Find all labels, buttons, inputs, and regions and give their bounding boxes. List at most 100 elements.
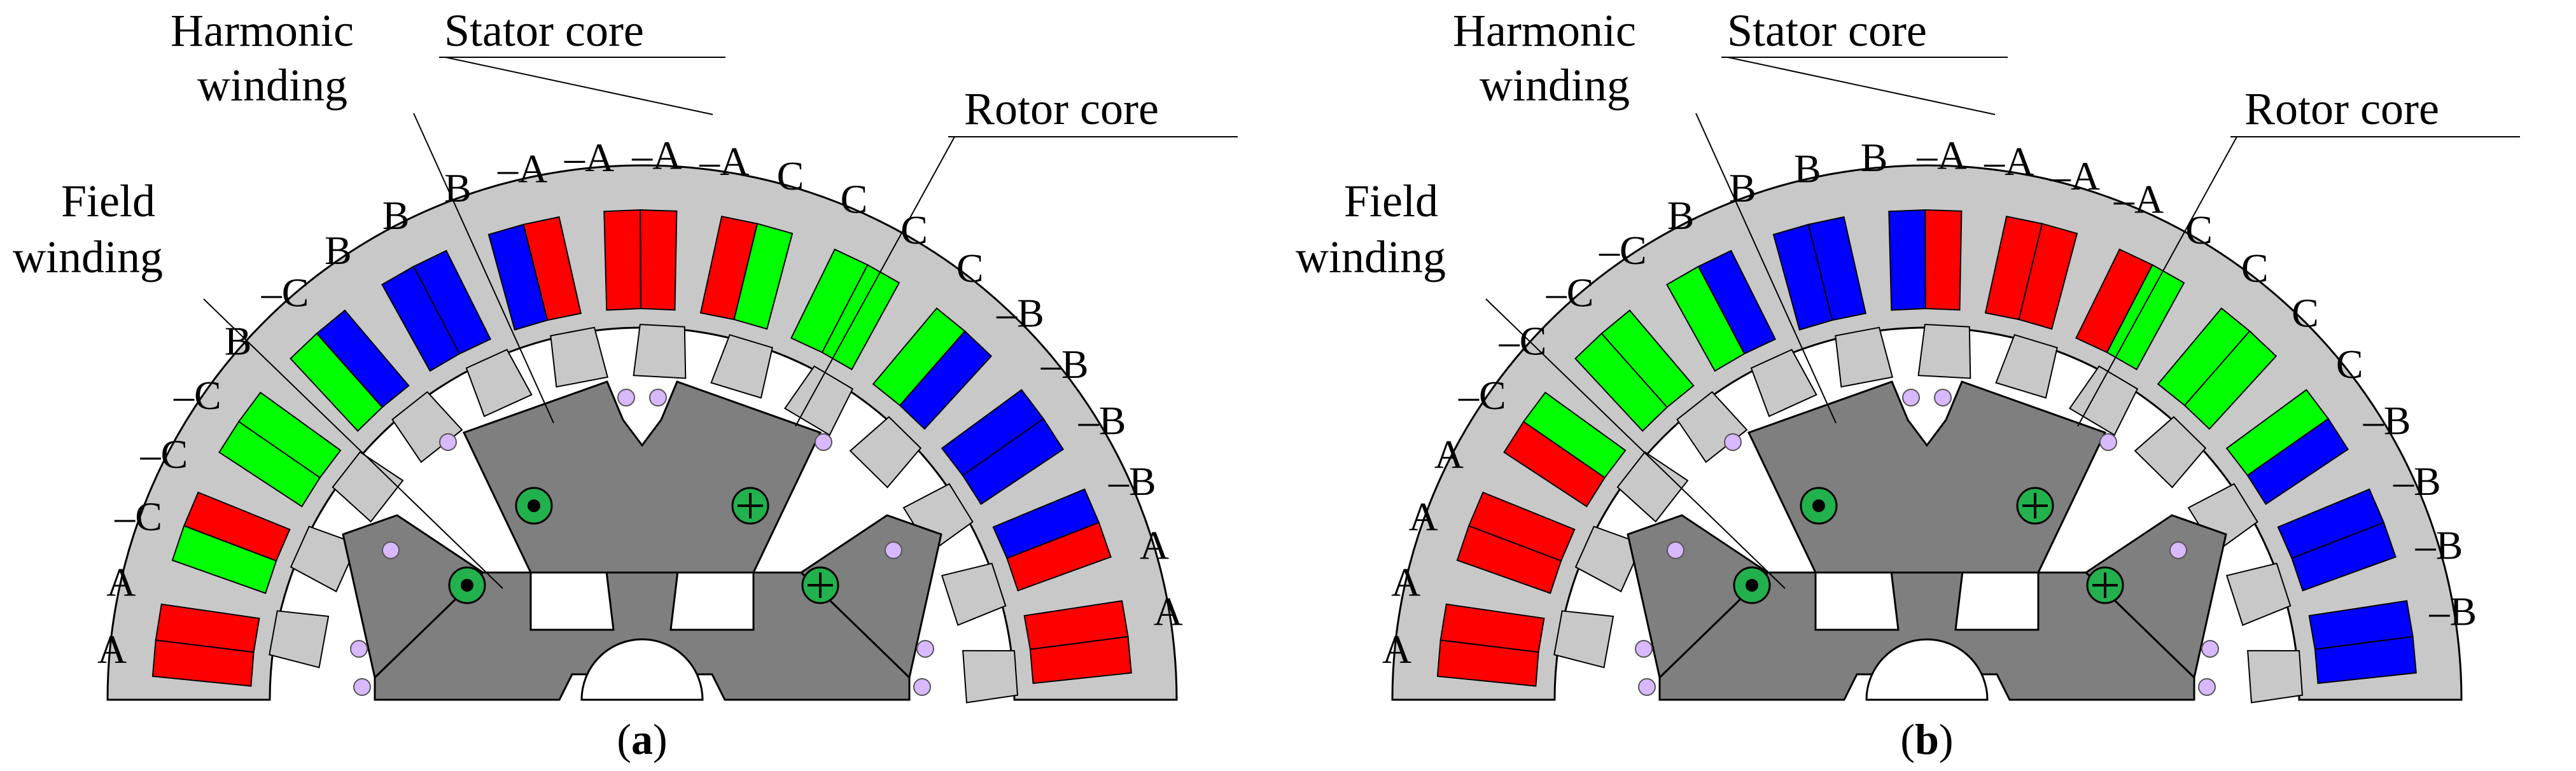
- phase-label: –B: [996, 291, 1044, 336]
- stator-slot: [2308, 600, 2417, 684]
- harmonic-conductor: [617, 389, 635, 406]
- stator-teeth: [269, 323, 1019, 704]
- phase-label: –B: [1108, 459, 1156, 504]
- stator-slot: [2075, 248, 2185, 371]
- phase-label: –C: [1599, 228, 1647, 273]
- harmonic-conductor: [1934, 389, 1952, 406]
- stator-tooth: [2134, 416, 2207, 489]
- phase-label: C: [2292, 291, 2319, 336]
- phase-label: –A: [1984, 139, 2034, 184]
- stator-slot: [872, 307, 993, 430]
- harmonic-conductor: [350, 640, 368, 658]
- coil-side-right: [1522, 391, 1627, 479]
- coil-side-right: [316, 309, 410, 408]
- coil-side-left: [1888, 209, 1926, 311]
- phase-label: B: [1861, 135, 1888, 180]
- phase-label: –A: [2050, 153, 2100, 198]
- panel-b-caption: (b): [1900, 715, 1953, 763]
- stator-core-leader: [445, 57, 713, 115]
- phase-label: A: [1408, 494, 1438, 539]
- stator-tooth: [465, 349, 533, 417]
- stator-slot: [1666, 249, 1777, 372]
- coil-side-right: [155, 603, 260, 653]
- coil-side-right: [2314, 636, 2417, 684]
- harmonic-conductor: [1724, 433, 1742, 451]
- coil-side-right: [962, 417, 1065, 505]
- phase-label: –A: [1916, 132, 1966, 177]
- coil-side-right: [1697, 249, 1777, 355]
- stator-tooth: [269, 610, 330, 669]
- harmonic-winding-label-line1: Harmonic: [171, 5, 354, 56]
- harmonic-conductor: [885, 541, 902, 559]
- stator-core: [106, 164, 1178, 704]
- rotor-core-leader: [2077, 136, 2237, 427]
- stator-tooth: [1616, 451, 1689, 523]
- stator-slot: [151, 603, 260, 687]
- stator-slot: [218, 391, 342, 508]
- stator-tooth: [1750, 349, 1817, 417]
- current-in-cross: [808, 573, 833, 598]
- coil-side-right: [1600, 309, 1695, 408]
- stator-slot: [1888, 209, 1963, 311]
- stator-slot: [171, 491, 291, 594]
- harmonic-winding-leader: [413, 113, 554, 424]
- phase-label: C: [2241, 246, 2269, 291]
- current-out-dot: [1812, 499, 1825, 512]
- harmonic-winding-label-line2: winding: [1480, 60, 1630, 111]
- rotor-pole-top: [462, 380, 822, 574]
- phase-label: –C: [1546, 270, 1594, 315]
- phase-label: –B: [2393, 459, 2441, 504]
- phase-label: A: [1154, 588, 1183, 634]
- coil-side-right: [1924, 209, 1963, 311]
- stator-slot: [603, 209, 678, 311]
- harmonic-winding-label-line2: winding: [197, 60, 347, 111]
- harmonic-conductor: [916, 640, 934, 658]
- stator-slot: [1456, 491, 1576, 594]
- field-winding-leader: [203, 298, 503, 589]
- stator-slot: [381, 249, 492, 372]
- field-coil-out: [448, 566, 486, 604]
- callout-leaders: [203, 57, 1238, 589]
- stator-slot: [1503, 391, 1627, 508]
- field-winding-coils: [448, 487, 839, 604]
- stator-slots: [1436, 209, 2417, 687]
- phase-label: B: [325, 228, 352, 273]
- field-winding-coils: [1733, 487, 2124, 604]
- phase-label: B: [1794, 146, 1821, 191]
- coil-side-right: [2291, 522, 2397, 592]
- field-coil-in: [801, 566, 839, 604]
- phase-label: B: [382, 193, 410, 238]
- coil-side-right: [2246, 417, 2349, 505]
- harmonic-conductor: [2099, 433, 2117, 451]
- current-out-dot: [461, 579, 473, 592]
- harmonic-winding-conductors: [1635, 389, 2219, 696]
- phase-label: –C: [261, 270, 309, 315]
- phase-label: –A: [2113, 176, 2164, 221]
- stator-tooth: [633, 323, 687, 379]
- field-coil-in: [2086, 566, 2124, 604]
- harmonic-conductor: [1667, 541, 1684, 559]
- coil-side-right: [1439, 603, 1545, 653]
- field-winding-leader: [1485, 298, 1786, 589]
- phase-label: A: [97, 627, 127, 672]
- stator-tooth: [783, 365, 854, 436]
- stator-tooth: [2068, 365, 2139, 436]
- field-winding-label-line1: Field: [61, 176, 155, 226]
- phase-label: C: [900, 207, 928, 253]
- coil-side-right: [733, 223, 794, 330]
- stator-slots: [151, 209, 1132, 687]
- harmonic-winding-conductors: [350, 389, 934, 696]
- phase-label: B: [444, 165, 472, 211]
- phase-label: A: [106, 559, 136, 604]
- stator-core-label: Stator core: [1727, 5, 1927, 56]
- harmonic-conductor: [2201, 640, 2219, 658]
- phase-label: A: [1382, 627, 1411, 672]
- stator-slot: [992, 488, 1112, 592]
- harmonic-conductor: [1638, 678, 1656, 696]
- rotor-core: [1627, 380, 2227, 701]
